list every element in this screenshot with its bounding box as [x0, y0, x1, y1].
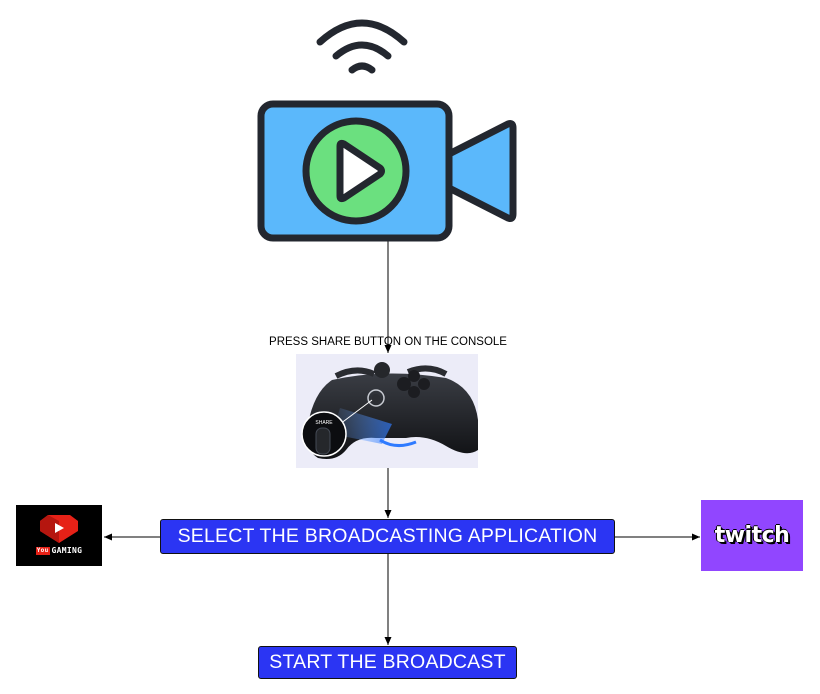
- wifi-icon: [312, 12, 412, 78]
- youtube-gaming-controller-icon: [40, 515, 78, 543]
- youtube-gaming-word: GAMING: [51, 546, 83, 555]
- twitch-wordmark: twitch: [714, 523, 790, 548]
- youtube-gaming-logo: You GAMING: [16, 505, 102, 566]
- camera-lens-cone: [445, 120, 517, 222]
- start-broadcast-box[interactable]: START THE BROADCAST: [258, 646, 517, 679]
- twitch-logo: twitch: [701, 500, 803, 571]
- select-broadcasting-application-box[interactable]: SELECT THE BROADCASTING APPLICATION: [160, 519, 615, 554]
- video-camera-play-icon: [256, 98, 518, 244]
- share-button-instruction-label: PRESS SHARE BUTTON ON THE CONSOLE: [269, 336, 507, 348]
- youtube-badge: You: [35, 546, 50, 555]
- share-text-on-controller: SHARE: [315, 420, 333, 426]
- play-triangle-icon: [336, 139, 385, 203]
- ps4-controller-share-button-image: SHARE: [296, 354, 478, 468]
